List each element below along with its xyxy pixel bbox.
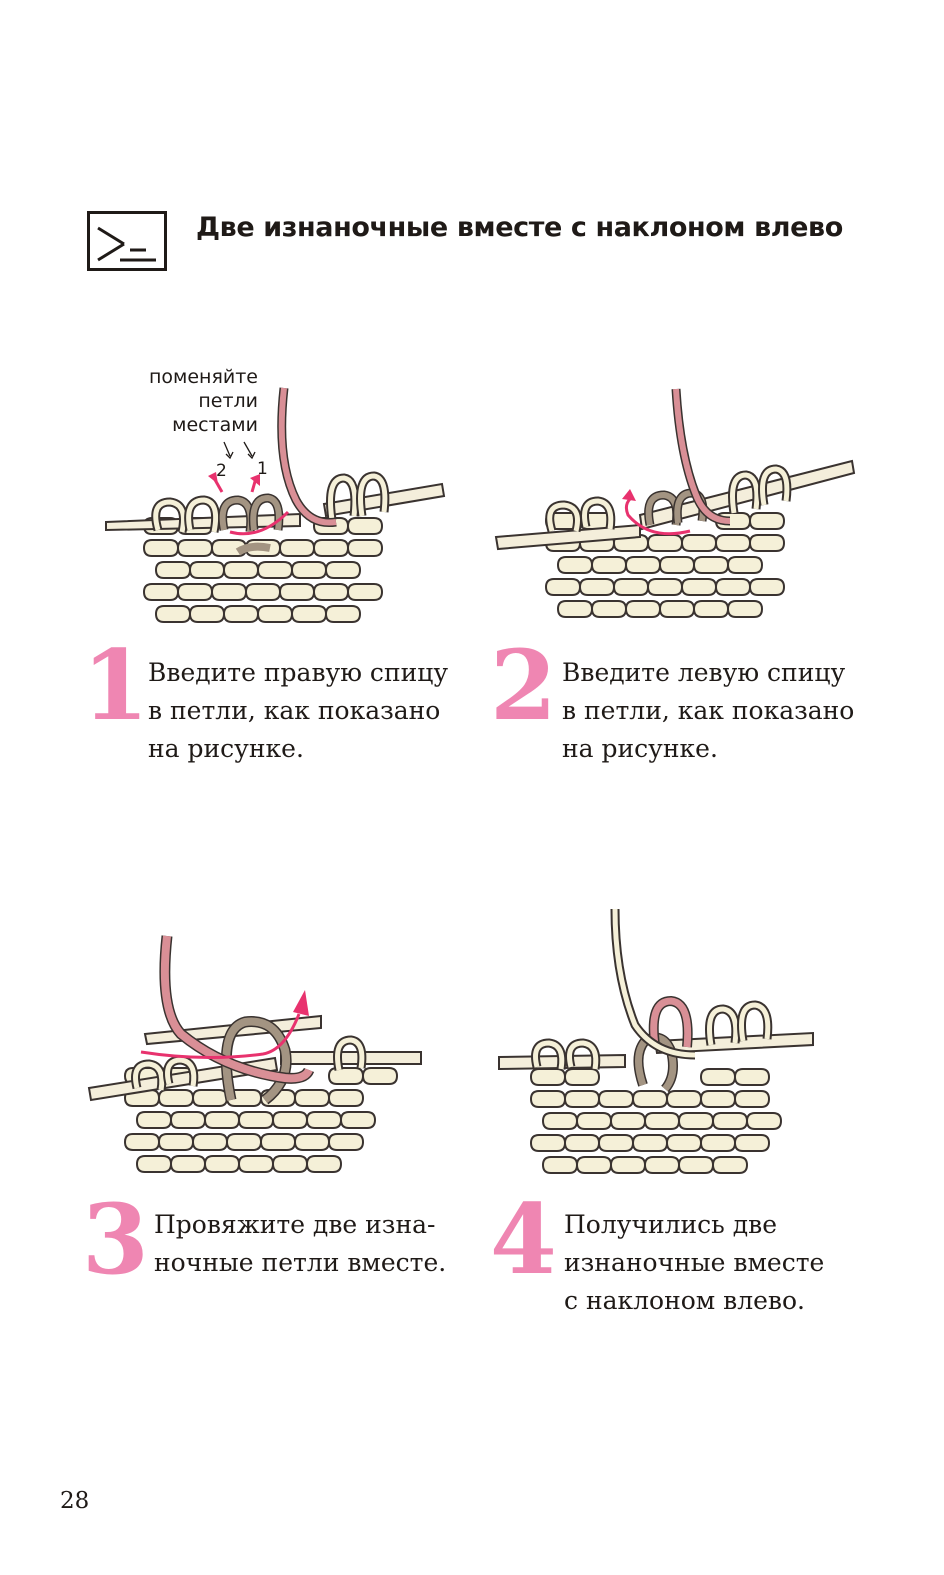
step-1-annotation: поменяйте петли местами [148, 366, 258, 436]
step-3-text: Провяжите две изна- ночные петли вместе. [154, 1210, 447, 1277]
step-3-illustration [85, 930, 430, 1190]
page-number: 28 [60, 1488, 90, 1514]
page-title: Две изнаночные вместе с наклоном влево [196, 212, 843, 243]
step-1-illustration [100, 380, 450, 635]
step-1-loop-label-2: 2 [216, 461, 227, 481]
step-4-illustration [495, 905, 825, 1190]
step-2-illustration [490, 385, 860, 635]
step-1-text: Введите правую спицу в петли, как показа… [148, 658, 449, 763]
step-1-annotation-arrows-icon [220, 440, 260, 462]
step-3-number: 3 [82, 1183, 149, 1296]
step-2-text: Введите левую спицу в петли, как показан… [562, 658, 855, 763]
step-1-loop-label-1: 1 [257, 459, 268, 479]
step-4-text: Получились две изнаночные вместе с накло… [564, 1210, 825, 1315]
purl-two-together-symbol-icon [87, 211, 167, 271]
step-4-number: 4 [490, 1183, 557, 1296]
step-2-number: 2 [490, 629, 557, 742]
step-1-number: 1 [82, 629, 149, 742]
